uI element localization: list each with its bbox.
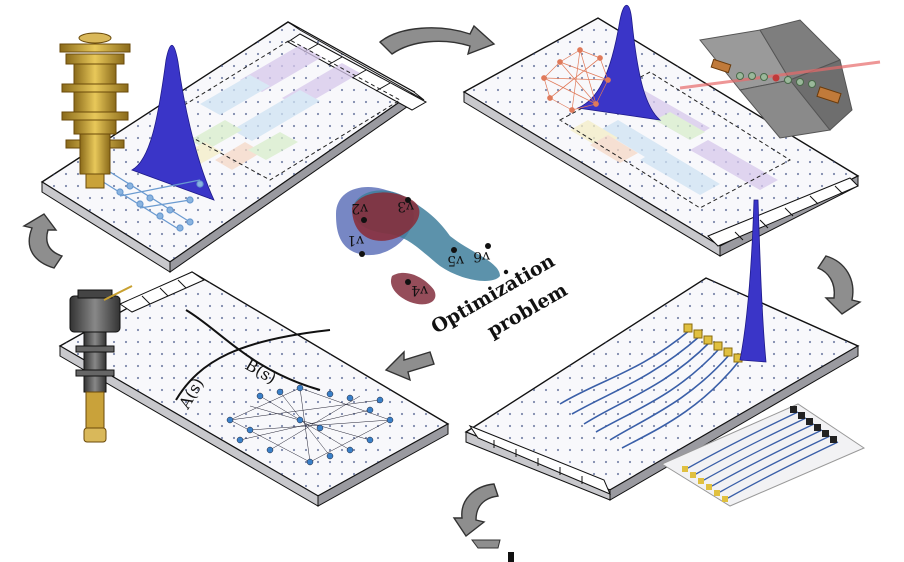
waveguide-network (559, 329, 741, 449)
complete-graph (541, 47, 611, 113)
probability-histogram (739, 199, 767, 363)
bottom-edge-fragment (508, 552, 514, 562)
dilution-refrigerator-steel (69, 285, 133, 443)
arrow-bottom (452, 483, 499, 538)
arrow-left (22, 213, 64, 269)
superconducting-circuit-panel (40, 21, 428, 273)
measurement-icons (468, 424, 611, 495)
photonic-interferometer-panel (464, 199, 866, 507)
flow-arrows (22, 24, 862, 538)
variable-v1: v1 (347, 232, 365, 248)
measurement-icons (118, 271, 206, 313)
annealing-schedule (175, 309, 331, 401)
measurement-icons (707, 177, 859, 247)
photonic-chip (660, 403, 866, 507)
probability-histogram (131, 44, 215, 201)
ion-trap-device (679, 19, 881, 139)
variable-v3: v3 (397, 198, 415, 214)
arrow-top (378, 24, 496, 56)
trapped-ion-circuit-panel (462, 4, 881, 257)
variable-v2: v2 (351, 200, 369, 216)
variable-v4: v4 (411, 282, 429, 298)
arrow-right (816, 255, 862, 315)
input-ports (683, 323, 743, 363)
coupling-graph (226, 384, 394, 466)
arrow-tail-fragment (471, 539, 501, 549)
dilution-refrigerator-gold (59, 32, 131, 189)
quantum-annealer-panel: A(s) B(s) (58, 271, 450, 507)
arrow-center (384, 350, 435, 382)
probability-histogram (576, 4, 662, 121)
optimization-problem: v1 v2 v3 v4 v5 v6 Optimization problem (336, 187, 571, 342)
variable-v5: v5 (447, 252, 465, 268)
variable-v6: v6 (473, 248, 491, 264)
